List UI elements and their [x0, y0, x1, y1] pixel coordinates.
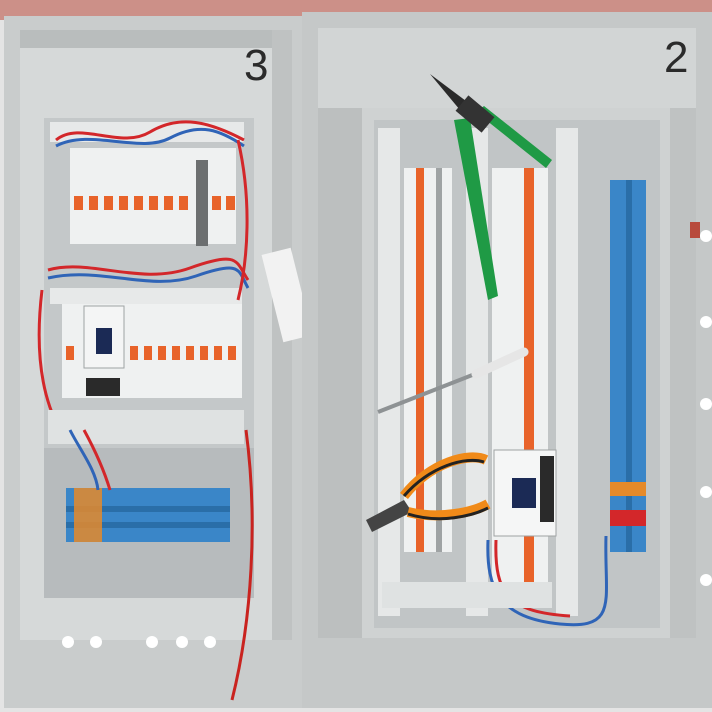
wire-red-middle — [47, 257, 250, 281]
breaker-orange-tabs-upper — [74, 196, 235, 210]
wire-blue-right — [486, 535, 609, 627]
contactor-right-plate — [512, 478, 536, 508]
wire-red-right-upper — [236, 139, 249, 301]
cable-bundle-upper — [196, 160, 208, 246]
breaker-orange-column-a — [416, 168, 424, 552]
contactor-terminal-block — [86, 378, 120, 396]
cable-duct-vertical-1 — [378, 128, 400, 616]
red-latch-mark — [690, 222, 700, 238]
cable-duct-middle — [50, 288, 242, 304]
panel-number-right: 2 — [664, 33, 689, 82]
panel-number-left: 3 — [244, 41, 269, 90]
knockout-holes-right — [700, 230, 712, 586]
breaker-row-upper — [50, 120, 245, 246]
terminal-rail-left — [66, 429, 230, 542]
cabinet-right-right-wall — [670, 108, 696, 638]
knockout-holes-left — [62, 636, 216, 648]
stripper-handle-left — [454, 118, 498, 300]
wire-blue-upper — [55, 127, 245, 148]
cabinet-left — [4, 16, 313, 708]
contactor-label-plate — [96, 328, 112, 354]
wire-stripper-tool — [430, 74, 552, 300]
white-paper-note — [261, 247, 313, 343]
wire-blue-middle — [47, 266, 250, 289]
breaker-orange-column-b — [524, 168, 534, 588]
terminal-orange-group — [74, 488, 102, 542]
cabinet-left-top-lip — [20, 30, 282, 48]
pliers-tool — [366, 452, 491, 532]
stripper-handle-right — [476, 106, 552, 168]
breaker-row-middle — [37, 139, 250, 431]
terminal-red-right — [610, 510, 646, 526]
contactor-right — [493, 449, 557, 537]
cable-duct-bottom-right — [382, 582, 552, 608]
cable-duct-bottom — [48, 410, 244, 444]
cabinet-right-top — [318, 28, 696, 108]
cable-duct-vertical-3 — [556, 128, 578, 616]
terminal-orange-right — [610, 482, 646, 496]
cabinet-right-left-wall — [318, 108, 362, 638]
terminal-rail-right — [610, 180, 646, 552]
wire-red-down — [230, 429, 254, 701]
wire-red-upper — [55, 120, 245, 142]
pliers-handle-bottom — [406, 499, 491, 521]
screwdriver-tester — [377, 347, 529, 414]
cabinet-right — [302, 12, 712, 708]
breaker-orange-tabs-middle — [66, 346, 236, 360]
